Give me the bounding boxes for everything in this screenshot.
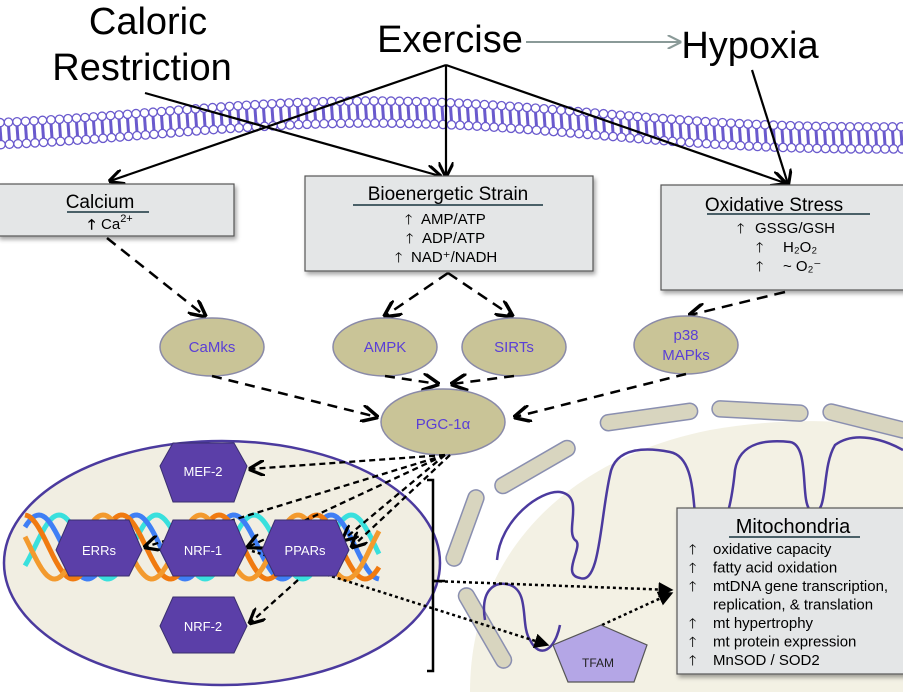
mitochondria-item: fatty acid oxidation	[713, 560, 837, 577]
bioenergetic-item-3: NAD⁺/NADH	[411, 249, 497, 266]
mitochondria-item: mtDNA gene transcription,	[713, 578, 888, 595]
stimulus-arrows	[110, 63, 788, 184]
svg-text:NRF-1: NRF-1	[184, 543, 222, 558]
up-arrow-icon: 🡑	[689, 615, 696, 631]
svg-text:TFAM: TFAM	[582, 656, 614, 670]
up-arrow-icon: 🡑	[689, 578, 696, 594]
calcium-item-sup: 2+	[120, 213, 133, 225]
calcium-item: Ca	[101, 216, 121, 233]
svg-text:ERRs: ERRs	[82, 543, 116, 558]
svg-text:CaMks: CaMks	[189, 339, 236, 356]
caloric-restriction-label: Caloric	[89, 1, 207, 43]
up-arrow-icon: 🡑	[689, 634, 696, 650]
calcium-title: Calcium	[66, 192, 135, 213]
bioenergetic-strain-box: Bioenergetic Strain 🡑 AMP/ATP 🡑 ADP/ATP …	[304, 175, 594, 272]
up-arrow-icon: 🡑	[689, 560, 696, 576]
svg-text:p38: p38	[673, 327, 698, 344]
svg-text:MAPks: MAPks	[662, 347, 710, 364]
svg-text:AMPK: AMPK	[364, 339, 407, 356]
tf-hexagon-nrf2: NRF-2	[159, 596, 248, 654]
oxidative-item-1: GSSG/GSH	[755, 220, 835, 237]
mitochondria-box: Mitochondria 🡑 oxidative capacity 🡑 fatty a…	[676, 507, 903, 675]
svg-text:NRF-2: NRF-2	[184, 619, 222, 634]
up-arrow-icon: 🡑	[689, 652, 696, 668]
tf-hexagon-ppars: PPARs	[261, 519, 350, 577]
oxidative-item-3: ~ O₂⁻	[783, 258, 821, 275]
caloric-restriction-label-line2: Restriction	[52, 47, 232, 89]
up-arrow-icon: 🡑	[88, 216, 95, 232]
calcium-box: Calcium 🡑 Ca2+	[0, 183, 235, 237]
exercise-label: Exercise	[377, 19, 523, 61]
kinase-node-camks: CaMks	[159, 317, 265, 377]
up-arrow-icon: 🡑	[756, 239, 763, 255]
oxidative-item-2: H₂O₂	[783, 239, 817, 256]
kinase-node-ampk: AMPK	[332, 317, 438, 377]
svg-text:MEF-2: MEF-2	[184, 464, 223, 479]
up-arrow-icon: 🡑	[756, 258, 763, 274]
oxidative-title: Oxidative Stress	[705, 195, 843, 216]
tf-hexagon-mef2: MEF-2	[159, 442, 248, 503]
up-arrow-icon: 🡑	[737, 220, 744, 236]
kinase-to-pgc1a-arrows	[211, 372, 687, 417]
nrf1-dotted-arrows	[251, 549, 674, 649]
pgc1a-node: PGC-1α	[380, 388, 506, 456]
mitochondria-item: oxidative capacity	[713, 541, 832, 558]
svg-text:SIRTs: SIRTs	[494, 339, 534, 356]
bioenergetic-item-1: AMP/ATP	[421, 211, 486, 228]
svg-text:PGC-1α: PGC-1α	[416, 416, 471, 433]
mitochondria-item: MnSOD / SOD2	[713, 652, 820, 669]
box-to-kinase-arrows	[106, 237, 786, 316]
hypoxia-label: Hypoxia	[681, 25, 819, 67]
up-arrow-icon: 🡑	[406, 230, 413, 246]
tfam-pentagon: TFAM	[552, 624, 648, 683]
mitochondria-item: mt hypertrophy	[713, 615, 814, 632]
up-arrow-icon: 🡑	[689, 541, 696, 557]
kinase-node-p38-mapks: p38 MAPks	[633, 315, 739, 375]
svg-text:Ca2+: Ca2+	[101, 213, 133, 233]
mitochondria-title: Mitochondria	[736, 516, 851, 538]
cell-membrane	[0, 96, 903, 154]
up-arrow-icon: 🡑	[405, 211, 412, 227]
tf-hexagon-nrf1: NRF-1	[159, 519, 248, 577]
bioenergetic-item-2: ADP/ATP	[422, 230, 485, 247]
tf-hexagon-errs: ERRs	[55, 519, 143, 577]
mitochondria-item: mt protein expression	[713, 634, 856, 651]
up-arrow-icon: 🡑	[395, 249, 402, 265]
svg-text:PPARs: PPARs	[285, 543, 326, 558]
bioenergetic-title: Bioenergetic Strain	[368, 184, 529, 205]
mitochondria-item: replication, & translation	[713, 597, 873, 614]
oxidative-stress-box: Oxidative Stress 🡑 GSSG/GSH 🡑 H₂O₂ 🡑 ~ O…	[660, 184, 903, 291]
kinase-node-sirts: SIRTs	[461, 317, 567, 377]
